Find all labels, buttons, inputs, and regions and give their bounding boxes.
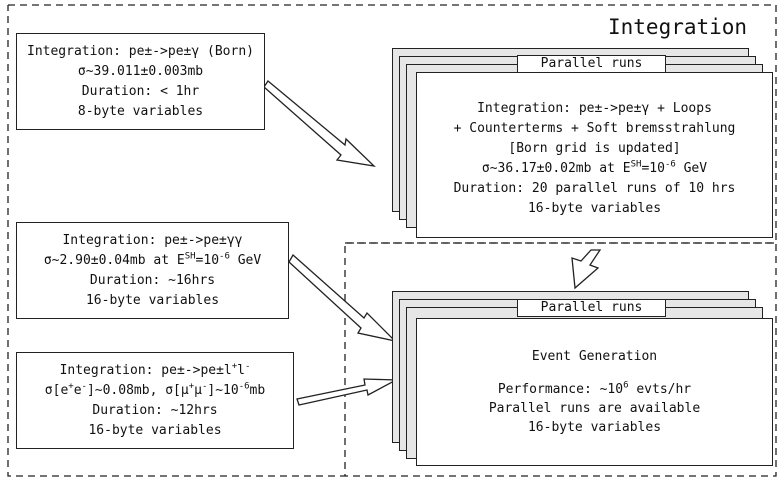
loops-process: Integration: pe±->pe±γ + Loops [477,101,712,116]
ll-cross-sections: σ[e+e-]~0.08mb, σ[μ+μ-]~10-6mb [44,381,266,398]
born-process: Integration: pe±->pe±γ (Born) [27,43,254,59]
loops-precision: 16-byte variables [527,201,662,216]
gg-precision: 16-byte variables [85,292,220,308]
loops-grid-note: [Born grid is updated] [508,141,681,156]
event-region-outline [345,242,777,477]
loops-cross-section: σ~36.17±0.02mb at ESH=10-6 GeV [481,159,708,176]
ll-process: Integration: pe±->pe±l+l- [59,361,251,378]
born-duration: Duration: < 1hr [81,83,200,99]
gg-process: Integration: pe±->pe±γγ [62,232,243,248]
event-parallel-note: Parallel runs are available [488,401,701,416]
born-cross-section: σ~39.011±0.003mb [77,63,204,79]
integration-title: Integration [605,14,751,40]
event-parallel-runs-tag: Parallel runs [517,299,666,317]
gg-integration-box: Integration: pe±->pe±γγ σ~2.90±0.04mb at… [16,222,289,319]
event-title: Event Generation [531,349,658,364]
arrow-ll-to-event [296,378,399,406]
loops-integration-box: Integration: pe±->pe±γ + Loops + Counter… [416,72,773,238]
event-generation-box: Event Generation Performance: ~106 evts/… [416,318,773,466]
event-precision: 16-byte variables [527,420,662,435]
born-precision: 8-byte variables [77,103,204,119]
ll-integration-box: Integration: pe±->pe±l+l- σ[e+e-]~0.08mb… [16,352,294,449]
gg-duration: Duration: ~16hrs [89,272,216,288]
loops-parallel-runs-tag: Parallel runs [517,55,666,73]
ll-precision: 16-byte variables [88,422,222,438]
arrow-loops-to-event [571,249,602,290]
ll-duration: Duration: ~12hrs [92,402,218,418]
event-performance: Performance: ~106 evts/hr [497,380,692,397]
loops-duration: Duration: 20 parallel runs of 10 hrs [453,181,736,196]
arrow-born-to-loops [263,80,376,167]
loops-corrections: + Counterterms + Soft bremsstrahlung [453,121,736,136]
gg-cross-section: σ~2.90±0.04mb at ESH=10-6 GeV [43,251,262,268]
born-integration-box: Integration: pe±->pe±γ (Born) σ~39.011±0… [16,33,265,130]
integration-region-outline [7,4,777,477]
arrow-gg-to-event [288,253,398,343]
